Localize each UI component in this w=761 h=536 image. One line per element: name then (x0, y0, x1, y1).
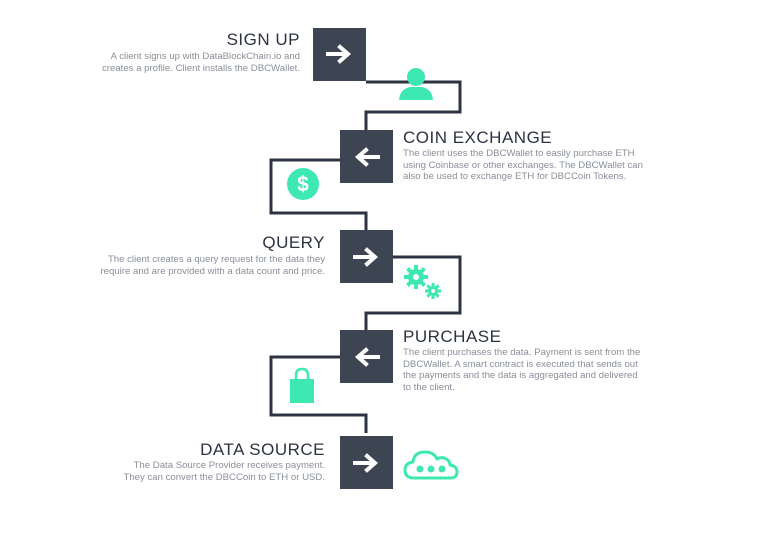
step-coin-exchange-box (340, 130, 393, 183)
step-data-source-title: DATA SOURCE (200, 440, 325, 459)
cloud-icon (403, 450, 459, 480)
step-purchase-title: PURCHASE (403, 327, 502, 346)
user-icon (399, 68, 433, 100)
step-query-box (340, 230, 393, 283)
shopping-bag-icon (290, 367, 314, 403)
right-arrow-icon (353, 247, 379, 267)
step-coin-exchange-title: COIN EXCHANGE (403, 128, 553, 147)
step-sign-up-title: SIGN UP (226, 30, 300, 49)
right-arrow-icon (326, 44, 352, 64)
step-data-source-box (340, 436, 393, 489)
step-sign-up-description: A client signs up with DataBlockChain.io… (102, 51, 300, 74)
step-purchase-box (340, 330, 393, 383)
right-arrow-icon (353, 453, 379, 473)
svg-text:$: $ (297, 173, 309, 196)
step-sign-up-box (313, 28, 366, 81)
left-arrow-icon (354, 347, 380, 367)
left-arrow-icon (354, 147, 380, 167)
step-query-title: QUERY (262, 233, 325, 252)
step-query-description: The client creates a query request for t… (100, 254, 325, 277)
step-data-source-description: The Data Source Provider receives paymen… (123, 460, 325, 483)
step-coin-exchange-description: The client uses the DBCWallet to easily … (403, 148, 643, 182)
dollar-coin-icon: $ (287, 168, 319, 200)
gears-icon (404, 265, 441, 299)
step-purchase-description: The client purchases the data. Payment i… (403, 347, 641, 393)
